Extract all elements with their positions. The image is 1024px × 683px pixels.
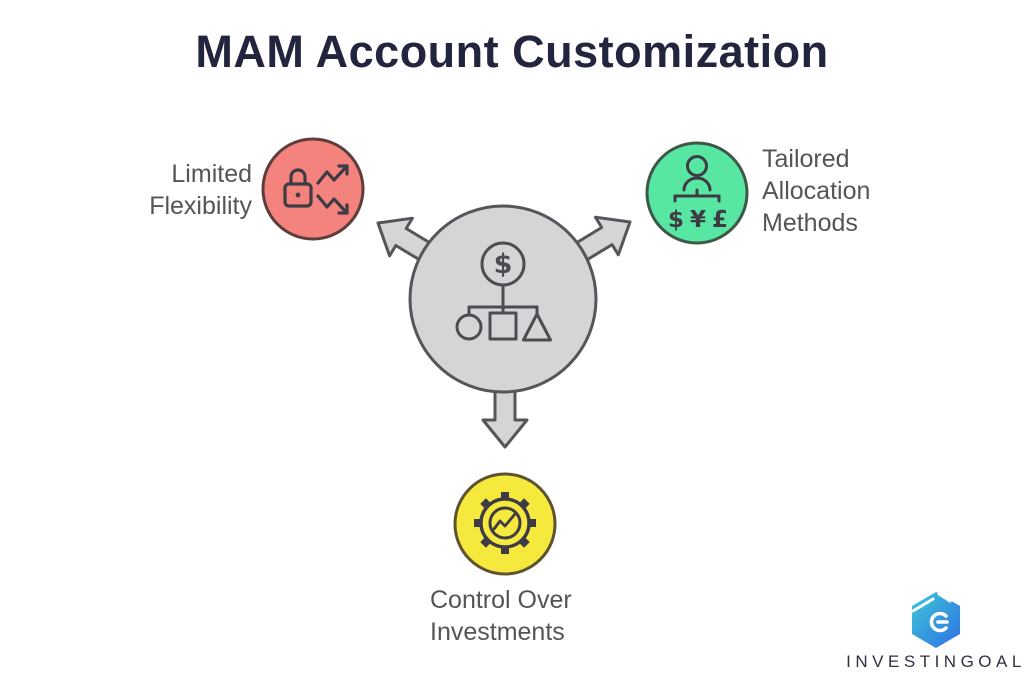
label-line: Control Over [430, 586, 572, 614]
label-line: Tailored [762, 145, 850, 173]
left-node-circle [261, 137, 365, 241]
label-line: Flexibility [149, 192, 252, 220]
page-title: MAM Account Customization [195, 26, 829, 77]
label-control-over-investments: Control Over Investments [430, 584, 670, 648]
currency-pound-symbol: £ [712, 207, 728, 233]
investingoal-hexagon-logo [911, 592, 960, 648]
brand-wordmark: INVESTINGOAL [846, 652, 1024, 671]
label-line: Allocation [762, 177, 871, 205]
dollar-hierarchy-icon: $ [455, 241, 552, 342]
currency-dollar-symbol: $ [668, 207, 684, 233]
gear-growth-icon [474, 492, 536, 554]
currency-yen-symbol: ¥ [690, 207, 706, 233]
label-limited-flexibility: Limited Flexibility [40, 158, 252, 222]
center-dollar-symbol: $ [494, 249, 513, 280]
lock-trend-arrows-icon [283, 164, 349, 215]
arrow-bottom-icon [481, 370, 529, 449]
label-tailored-allocation-methods: Tailored Allocation Methods [762, 143, 962, 239]
label-line: Limited [171, 160, 252, 188]
label-line: Methods [762, 209, 858, 237]
person-currency-allocation-icon: $ ¥ £ [668, 155, 728, 233]
label-line: Investments [430, 618, 565, 646]
